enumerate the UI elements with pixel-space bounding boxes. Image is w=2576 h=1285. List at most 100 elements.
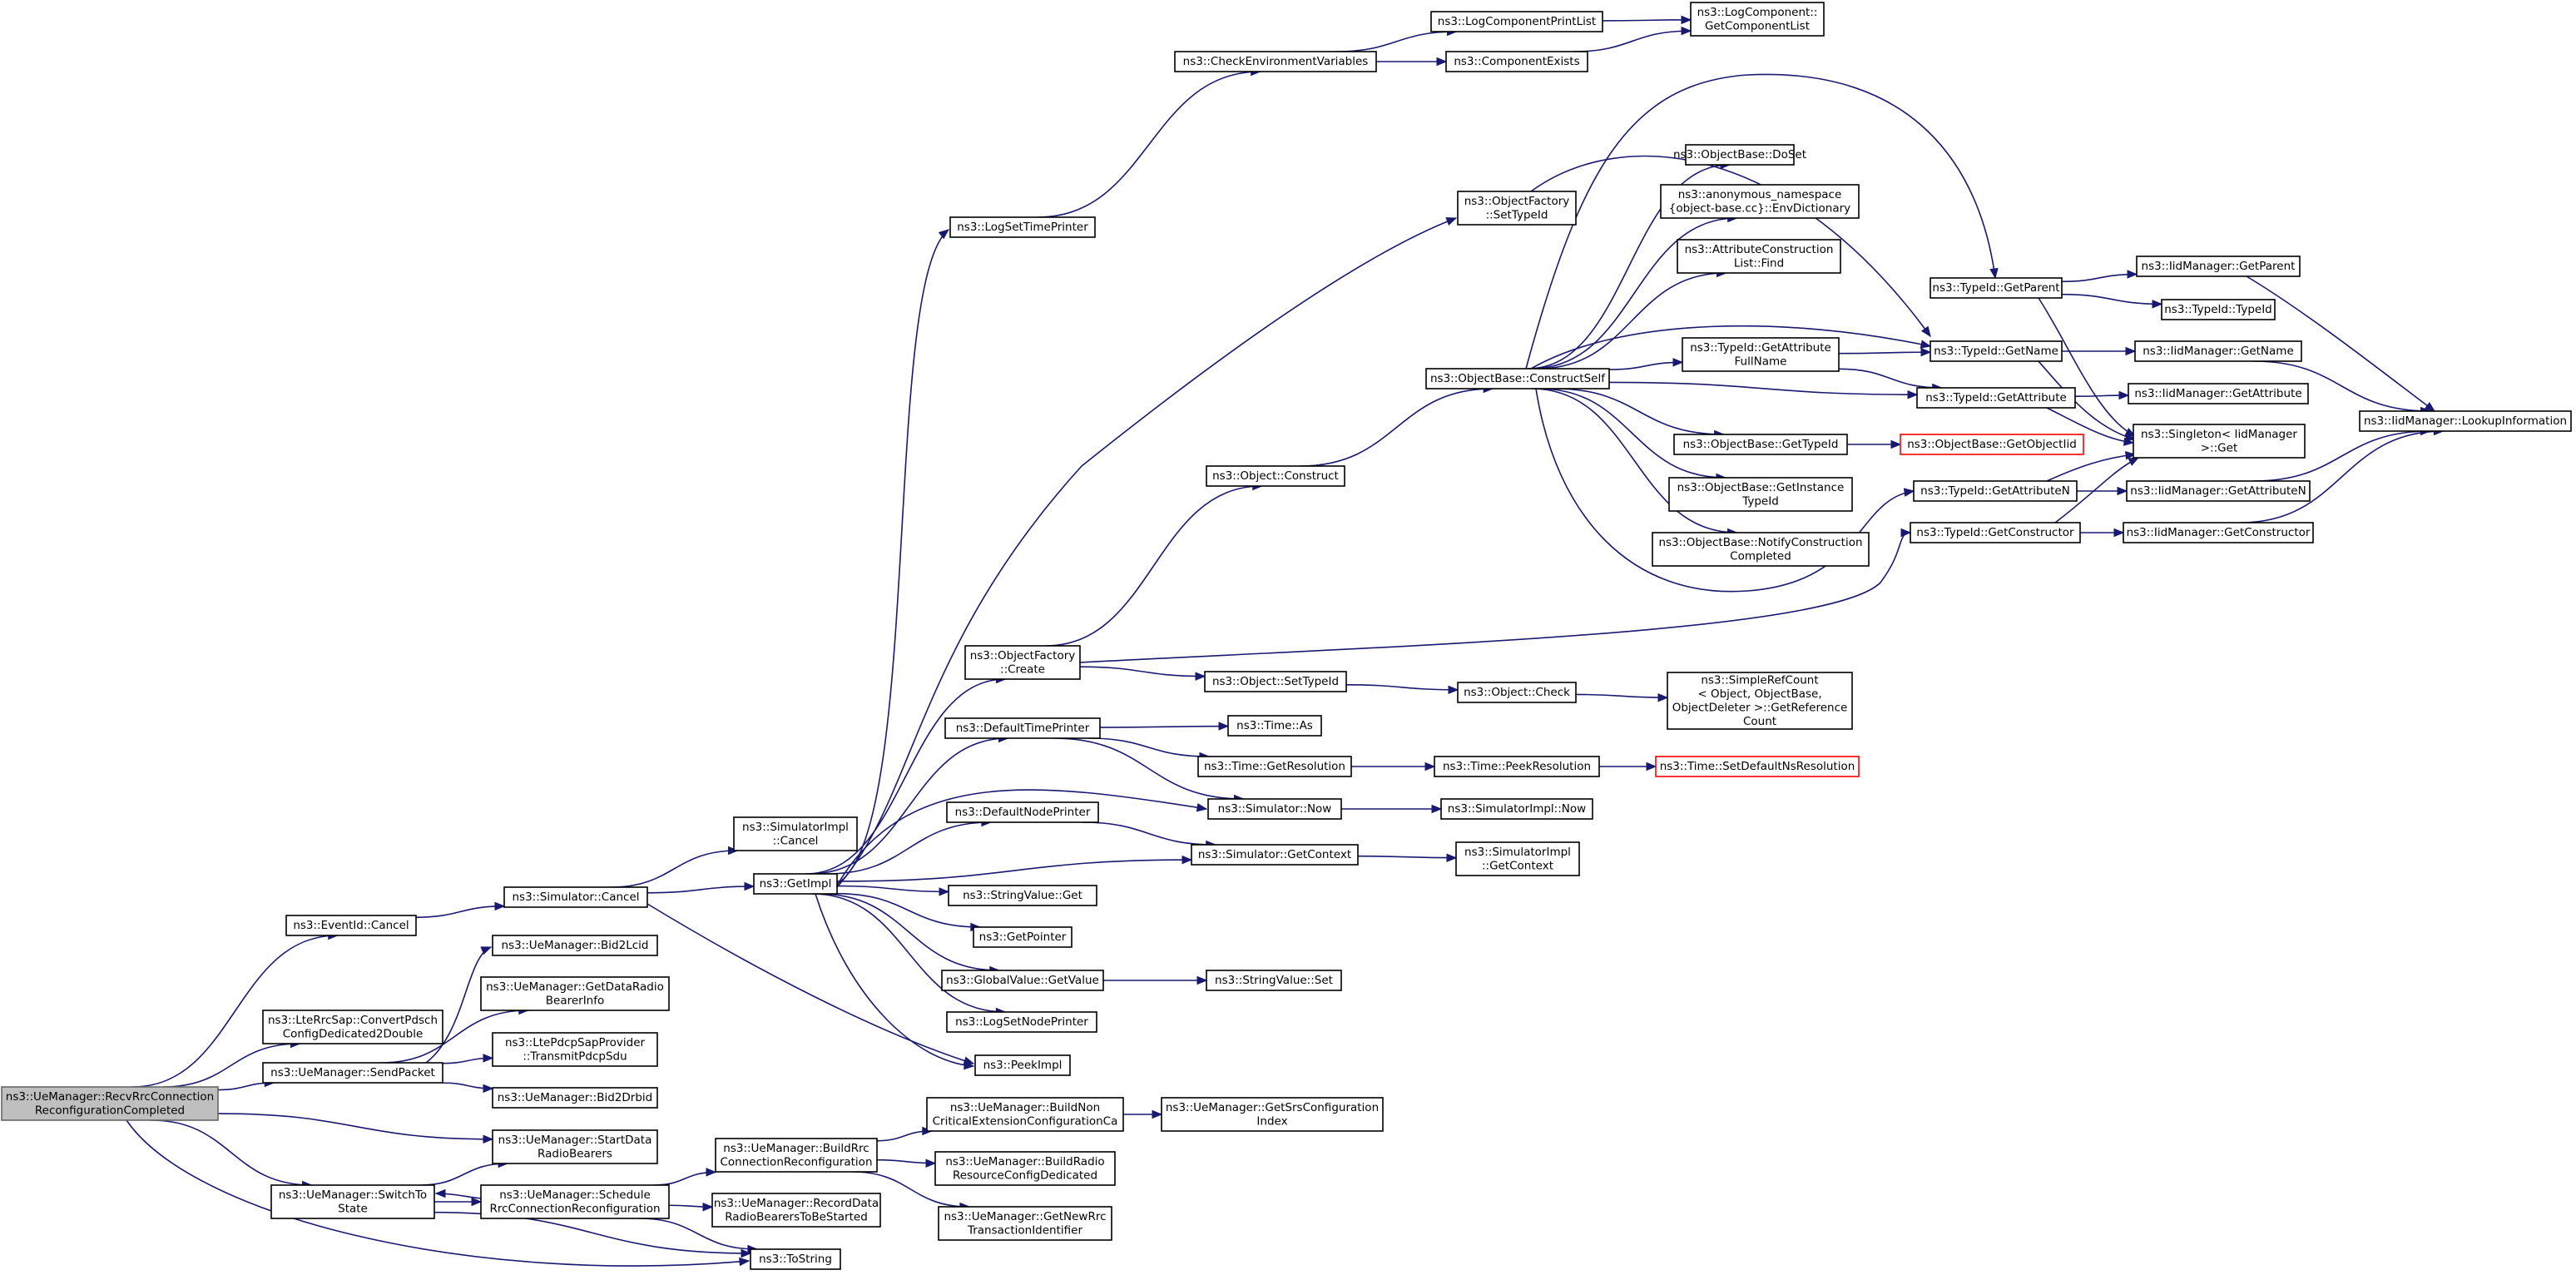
node-label-line: ns3::SimpleRefCount xyxy=(1701,673,1818,687)
node-label-line: ObjectDeleter >::GetReference xyxy=(1672,701,1848,714)
node-string-value-get[interactable]: ns3::StringValue::Get xyxy=(948,885,1097,906)
node-label-line: ::SetTypeId xyxy=(1486,208,1548,221)
node-transmit-pdcp[interactable]: ns3::LtePdcpSapProvider::TransmitPdcpSdu xyxy=(492,1032,658,1067)
node-simimpl-cancel[interactable]: ns3::SimulatorImpl::Cancel xyxy=(733,816,858,851)
node-box xyxy=(1191,844,1359,866)
node-iid-get-parent[interactable]: ns3::IidManager::GetParent xyxy=(2136,256,2301,277)
edge-sim_get_context-to-simimpl_get_context xyxy=(1357,853,1458,862)
node-iid-lookup[interactable]: ns3::IidManager::LookupInformation xyxy=(2359,410,2572,432)
node-obj-base-get-typeid[interactable]: ns3::ObjectBase::GetTypeId xyxy=(1673,434,1848,455)
node-simimpl-now[interactable]: ns3::SimulatorImpl::Now xyxy=(1440,798,1593,820)
edge-typeid_get_name-to-iid_get_name xyxy=(2061,346,2137,356)
edge-line xyxy=(1345,684,1459,691)
node-string-value-set[interactable]: ns3::StringValue::Set xyxy=(1206,970,1342,991)
node-label-line: ns3::StringValue::Get xyxy=(963,889,1082,902)
edge-arrowhead xyxy=(1920,325,1931,338)
node-iid-get-constructor[interactable]: ns3::IidManager::GetConstructor xyxy=(2123,522,2314,543)
node-typeid-get-attribute[interactable]: ns3::TypeId::GetAttribute xyxy=(1916,387,2076,409)
node-typeid-get-constructor[interactable]: ns3::TypeId::GetConstructor xyxy=(1910,522,2081,543)
node-iid-get-attribute-n[interactable]: ns3::IidManager::GetAttributeN xyxy=(2126,480,2311,502)
node-iid-get-attribute[interactable]: ns3::IidManager::GetAttribute xyxy=(2128,383,2309,404)
node-obj-base-construct-self[interactable]: ns3::ObjectBase::ConstructSelf xyxy=(1425,368,1610,389)
node-lte-convert[interactable]: ns3::LteRrcSap::ConvertPdschConfigDedica… xyxy=(262,1010,443,1044)
edge-switch_to_state-to-schedule_rrc xyxy=(434,1197,483,1207)
node-typeid-typeid[interactable]: ns3::TypeId::TypeId xyxy=(2161,299,2276,320)
edge-arrowhead xyxy=(744,881,755,891)
node-get-impl[interactable]: ns3::GetImpl xyxy=(753,873,838,895)
node-object-factory-create[interactable]: ns3::ObjectFactory::Create xyxy=(964,645,1081,680)
node-label-line: ns3::UeManager::SendPacket xyxy=(270,1066,435,1079)
node-schedule-rrc[interactable]: ns3::UeManager::ScheduleRrcConnectionRec… xyxy=(480,1184,670,1219)
node-time-peek-res[interactable]: ns3::Time::PeekResolution xyxy=(1434,756,1600,777)
node-log-set-time-printer[interactable]: ns3::LogSetTimePrinter xyxy=(949,216,1096,238)
node-object-set-typeid[interactable]: ns3::Object::SetTypeId xyxy=(1204,671,1347,692)
node-sim-cancel[interactable]: ns3::Simulator::Cancel xyxy=(503,886,648,908)
node-check-env[interactable]: ns3::CheckEnvironmentVariables xyxy=(1174,51,1377,72)
edge-arrowhead xyxy=(494,901,506,911)
node-object-factory-set-typeid[interactable]: ns3::ObjectFactory::SetTypeId xyxy=(1457,191,1577,226)
node-sim-get-context[interactable]: ns3::Simulator::GetContext xyxy=(1191,844,1359,866)
node-log-comp-get[interactable]: ns3::LogComponent::GetComponentList xyxy=(1690,2,1825,37)
node-label-line: ns3::UeManager::BuildRadio xyxy=(945,1155,1104,1168)
node-simimpl-get-context[interactable]: ns3::SimulatorImpl::GetContext xyxy=(1455,841,1580,876)
node-iid-get-name[interactable]: ns3::IidManager::GetName xyxy=(2134,340,2302,362)
node-typeid-get-attribute-n[interactable]: ns3::TypeId::GetAttributeN xyxy=(1913,480,2078,502)
node-peek-impl[interactable]: ns3::PeekImpl xyxy=(974,1054,1071,1076)
edge-line xyxy=(1608,381,1918,395)
node-default-time-printer[interactable]: ns3::DefaultTimePrinter xyxy=(944,717,1101,739)
node-build-non-critical[interactable]: ns3::UeManager::BuildNonCriticalExtensio… xyxy=(926,1097,1124,1132)
edge-line xyxy=(1531,217,1737,370)
node-simple-ref-count[interactable]: ns3::SimpleRefCount< Object, ObjectBase,… xyxy=(1667,672,1853,730)
node-to-string[interactable]: ns3::ToString xyxy=(750,1248,841,1270)
node-build-radio-res[interactable]: ns3::UeManager::BuildRadioResourceConfig… xyxy=(934,1151,1116,1186)
node-time-get-res[interactable]: ns3::Time::GetResolution xyxy=(1197,756,1352,777)
node-get-pointer[interactable]: ns3::GetPointer xyxy=(973,926,1073,948)
node-label-line: ns3::UeManager::Bid2Lcid xyxy=(502,939,649,952)
node-eventid-cancel[interactable]: ns3::EventId::Cancel xyxy=(285,915,417,936)
node-root[interactable]: ns3::UeManager::RecvRrcConnectionReconfi… xyxy=(1,1086,219,1121)
node-global-value-get[interactable]: ns3::GlobalValue::GetValue xyxy=(941,970,1104,991)
node-typeid-get-name[interactable]: ns3::TypeId::GetName xyxy=(1930,340,2063,362)
node-object-construct[interactable]: ns3::Object::Construct xyxy=(1206,465,1345,487)
node-bid2drbid[interactable]: ns3::UeManager::Bid2Drbid xyxy=(492,1087,658,1109)
edge-line xyxy=(380,1010,528,1064)
node-record-data[interactable]: ns3::UeManager::RecordDataRadioBearersTo… xyxy=(711,1193,881,1228)
node-obj-base-doset[interactable]: ns3::ObjectBase::DoSet xyxy=(1673,144,1806,166)
edge-obj_base_construct_self-to-typeid_get_name xyxy=(1530,325,1932,370)
edge-line xyxy=(836,885,949,893)
node-sim-now[interactable]: ns3::Simulator::Now xyxy=(1207,798,1342,820)
node-log-set-node-printer[interactable]: ns3::LogSetNodePrinter xyxy=(946,1011,1097,1033)
node-label-line: ns3::UeManager::Bid2Drbid xyxy=(498,1091,653,1104)
node-obj-base-get-objectiid[interactable]: ns3::ObjectBase::GetObjectIid xyxy=(1900,434,2084,455)
edge-line xyxy=(1099,725,1229,728)
node-obj-base-notify[interactable]: ns3::ObjectBase::NotifyConstructionCompl… xyxy=(1652,532,1870,567)
node-time-set-default[interactable]: ns3::Time::SetDefaultNsResolution xyxy=(1655,756,1860,777)
node-typeid-get-parent[interactable]: ns3::TypeId::GetParent xyxy=(1930,277,2063,299)
edge-global_value_get-to-string_value_set xyxy=(1103,975,1208,985)
node-singleton-get[interactable]: ns3::Singleton< IidManager>::Get xyxy=(2133,424,2306,459)
node-label-line: ns3::ObjectBase::NotifyConstruction xyxy=(1658,536,1862,549)
node-env-dictionary[interactable]: ns3::anonymous_namespace{object-base.cc}… xyxy=(1660,184,1860,219)
node-get-new-rrc[interactable]: ns3::UeManager::GetNewRrcTransactionIden… xyxy=(938,1206,1112,1241)
node-send-packet[interactable]: ns3::UeManager::SendPacket xyxy=(262,1062,443,1084)
node-object-check[interactable]: ns3::Object::Check xyxy=(1457,682,1577,703)
node-box xyxy=(1677,239,1841,274)
node-label-line: ConfigDedicated2Double xyxy=(283,1027,424,1040)
node-box xyxy=(1430,11,1603,32)
edge-get_impl-to-object_factory_set_typeid xyxy=(836,217,1458,888)
node-box xyxy=(750,1248,841,1270)
node-bid2lcid[interactable]: ns3::UeManager::Bid2Lcid xyxy=(492,935,658,956)
node-default-node-printer[interactable]: ns3::DefaultNodePrinter xyxy=(946,801,1099,823)
node-build-rrc[interactable]: ns3::UeManager::BuildRrcConnectionReconf… xyxy=(715,1138,878,1173)
node-time-as[interactable]: ns3::Time::As xyxy=(1227,715,1322,737)
node-log-comp-print[interactable]: ns3::LogComponentPrintList xyxy=(1430,11,1603,32)
node-label-line: ns3::DefaultTimePrinter xyxy=(956,722,1090,735)
node-comp-exists[interactable]: ns3::ComponentExists xyxy=(1445,51,1588,72)
